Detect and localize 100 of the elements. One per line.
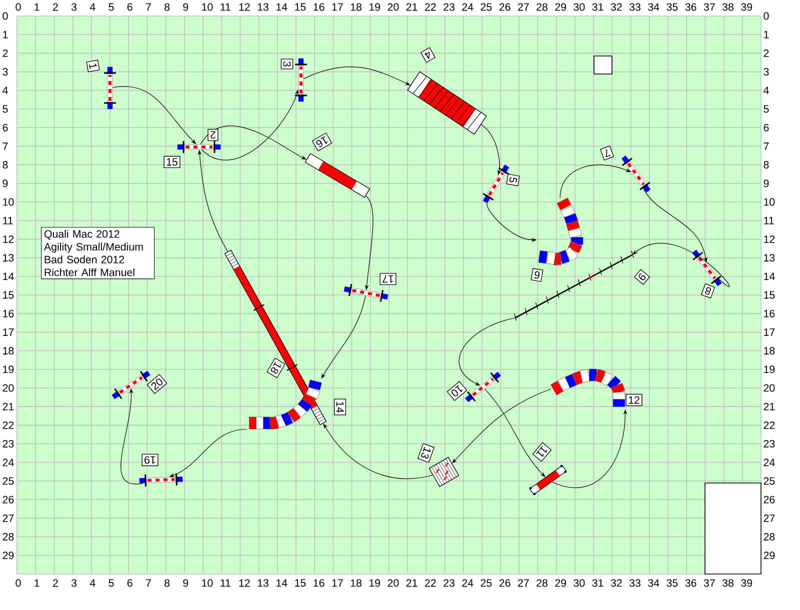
number-tag: 12 (626, 394, 642, 406)
number-tag: 2 (208, 128, 218, 142)
axis-number: 21 (406, 3, 418, 11)
axis-number: 5 (108, 3, 114, 11)
axis-number: 12 (3, 235, 14, 243)
axis-number: 27 (518, 3, 529, 11)
axis-number: 7 (146, 579, 151, 587)
axis-number: 34 (648, 579, 660, 587)
axis-number: 3 (71, 579, 77, 587)
axis-number: 35 (666, 3, 678, 11)
axis-number: 35 (666, 579, 678, 587)
axis-number: 4 (90, 579, 96, 587)
axis-number: 33 (629, 3, 640, 11)
axis-number: 36 (685, 3, 696, 11)
axis-number: 22 (425, 3, 436, 11)
axis-number: 14 (3, 272, 14, 280)
axis-number: 21 (764, 402, 775, 410)
axis-number: 29 (2, 552, 14, 560)
axis-number: 17 (332, 579, 343, 587)
axis-number: 6 (127, 579, 132, 587)
tube (304, 153, 370, 198)
axis-number: 13 (258, 3, 268, 11)
axis-number: 7 (146, 3, 151, 11)
number-tag: 1 (86, 60, 100, 72)
axis-number: 0 (16, 579, 21, 587)
axis-number: 28 (536, 579, 548, 587)
axis-number: 10 (764, 198, 775, 206)
axis-number: 8 (2, 161, 8, 169)
hurdle (104, 66, 116, 110)
axis-number: 20 (764, 384, 775, 392)
number-tag: 20 (146, 374, 168, 394)
axis-number: 1 (34, 3, 40, 11)
curved-tunnel (249, 380, 322, 430)
axis-number: 15 (295, 3, 306, 11)
axis-number: 0 (764, 12, 769, 20)
axis-number: 21 (406, 579, 418, 587)
axis-number: 2 (53, 3, 58, 11)
axis-number: 30 (574, 579, 585, 587)
axis-number: 19 (764, 366, 775, 374)
axis-number: 9 (2, 180, 8, 188)
axis-number: 13 (258, 579, 268, 587)
plank (529, 464, 567, 496)
axis-number: 1 (3, 30, 8, 38)
axis-number: 36 (685, 579, 696, 587)
axis-number: 8 (764, 161, 769, 169)
number-tag: 3 (280, 58, 294, 70)
axis-number: 26 (499, 579, 510, 587)
axis-number: 16 (764, 310, 775, 318)
axis-number: 5 (764, 105, 769, 113)
axis-number: 17 (332, 3, 343, 11)
axis-number: 23 (2, 440, 14, 448)
axis-number: 1 (764, 30, 769, 38)
axis-number: 20 (388, 579, 399, 587)
axis-number: 24 (462, 579, 474, 587)
axis-number: 18 (350, 579, 362, 587)
axis-number: 32 (610, 3, 622, 11)
axis-number: 27 (2, 514, 14, 522)
axis-number: 34 (648, 3, 660, 11)
axis-number: 5 (2, 105, 8, 113)
axis-number: 18 (764, 347, 775, 355)
axis-number: 22 (764, 421, 775, 429)
number-tag: 6 (530, 268, 544, 282)
axis-number: 38 (722, 3, 734, 11)
axis-number: 12 (239, 579, 250, 587)
axis-number: 27 (518, 579, 529, 587)
course-path (458, 318, 516, 386)
axis-number: 28 (2, 533, 14, 541)
axis-number: 4 (764, 86, 769, 94)
axis-number: 11 (220, 3, 230, 11)
weave-poles (514, 250, 634, 321)
axis-number: 25 (2, 477, 14, 485)
axis-number: 26 (2, 496, 14, 504)
number-tag: 17 (380, 272, 396, 285)
number-tag: 16 (312, 132, 332, 152)
axis-number: 12 (239, 3, 250, 11)
axis-number: 39 (741, 3, 752, 11)
axis-number: 6 (127, 3, 132, 11)
axis-number: 9 (764, 180, 769, 188)
axis-number: 23 (764, 440, 775, 448)
axis-number: 10 (202, 3, 213, 11)
axis-number: 1 (34, 579, 40, 587)
axis-number: 25 (480, 579, 492, 587)
number-tag: 5 (506, 174, 520, 186)
axis-number: 19 (3, 366, 14, 374)
curved-tunnel (550, 368, 626, 407)
axis-number: 25 (764, 477, 775, 485)
axis-number: 14 (276, 579, 288, 587)
axis-number: 6 (764, 124, 769, 132)
axis-number: 16 (314, 3, 324, 11)
axis-number: 9 (183, 3, 188, 11)
axis-number: 7 (764, 142, 769, 150)
course-path (200, 126, 306, 160)
axis-number: 17 (764, 328, 775, 336)
axis-number: 14 (276, 3, 288, 11)
info-box: Quali Mac 2012 Agility Small/Medium Bad Soden 2012 Richter Alff Manuel (41, 226, 155, 280)
axis-number: 7 (2, 142, 8, 150)
axis-number: 24 (2, 458, 14, 466)
axis-number: 13 (3, 254, 14, 262)
axis-number: 18 (3, 347, 14, 355)
axis-number: 3 (764, 68, 769, 76)
